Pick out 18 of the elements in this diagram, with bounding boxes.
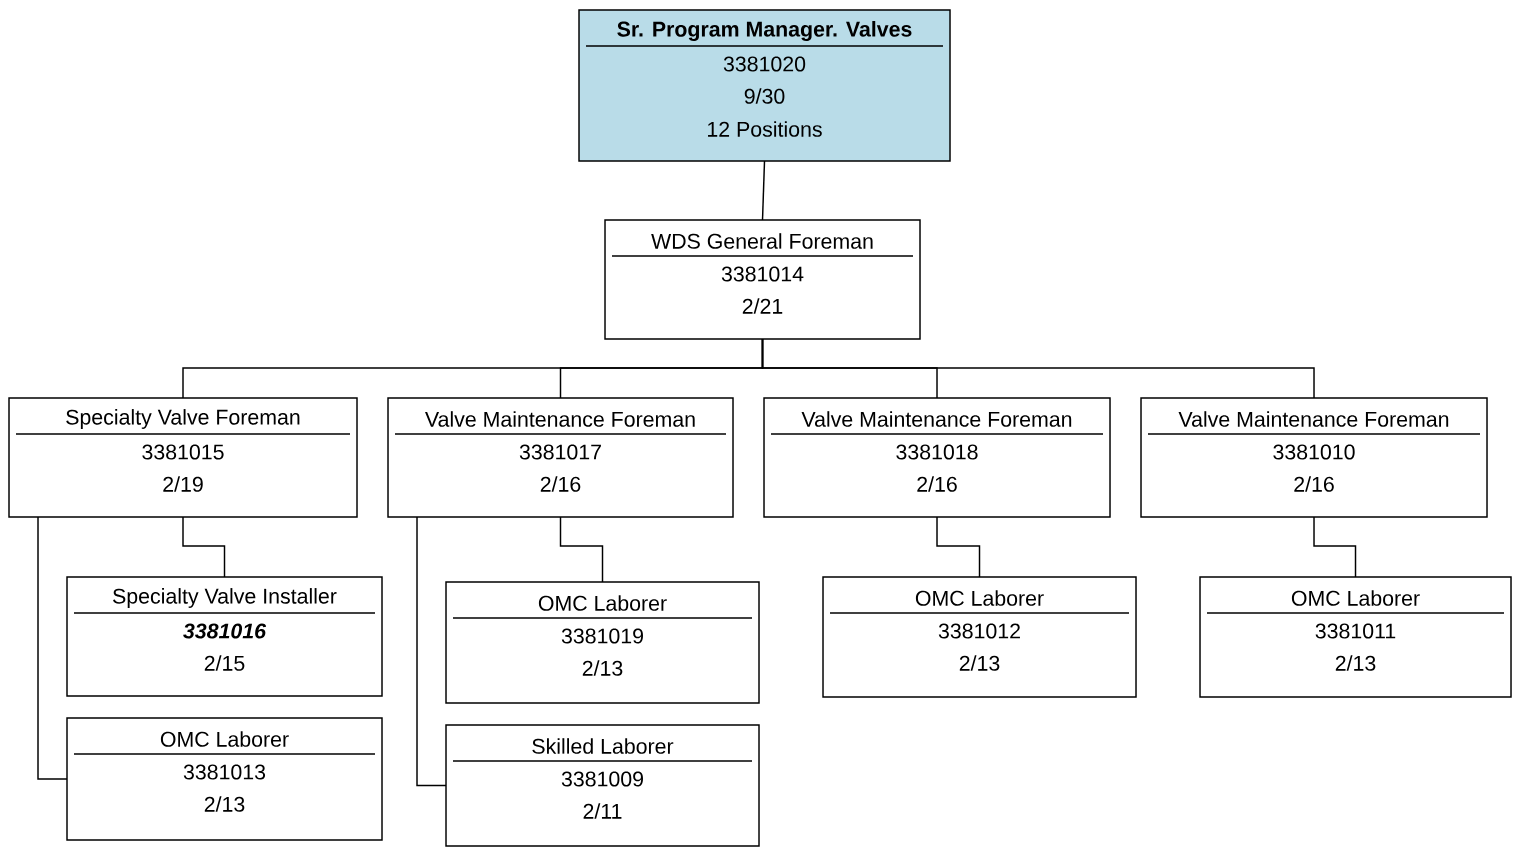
connector-line	[1313, 516, 1357, 578]
position-box: Specialty Valve Foreman 3381015 2/19	[8, 397, 358, 518]
position-box: OMC Laborer 3381011 2/13	[1199, 576, 1512, 698]
position-box: Sr. Program Manager. Valves 3381020 9/30 12 Positions	[578, 9, 951, 162]
position-box: OMC Laborer 3381012 2/13	[822, 576, 1137, 698]
position-box: Valve Maintenance Foreman 3381018 2/16	[763, 397, 1111, 518]
position-box: OMC Laborer 3381019 2/13	[445, 581, 760, 704]
position-box: WDS General Foreman 3381014 2/21	[604, 219, 921, 340]
position-box: Skilled Laborer 3381009 2/11	[445, 724, 760, 847]
position-box: OMC Laborer 3381013 2/13	[66, 717, 383, 841]
connector-line	[559, 516, 604, 583]
position-box: Valve Maintenance Foreman 3381017 2/16	[387, 397, 734, 518]
connector-line	[761, 160, 766, 221]
position-box: Valve Maintenance Foreman 3381010 2/16	[1140, 397, 1488, 518]
connector-line	[936, 516, 981, 578]
connector-line	[182, 516, 226, 578]
position-box: Specialty Valve Installer 3381016 2/15	[66, 576, 383, 697]
connector-line	[761, 338, 1315, 399]
